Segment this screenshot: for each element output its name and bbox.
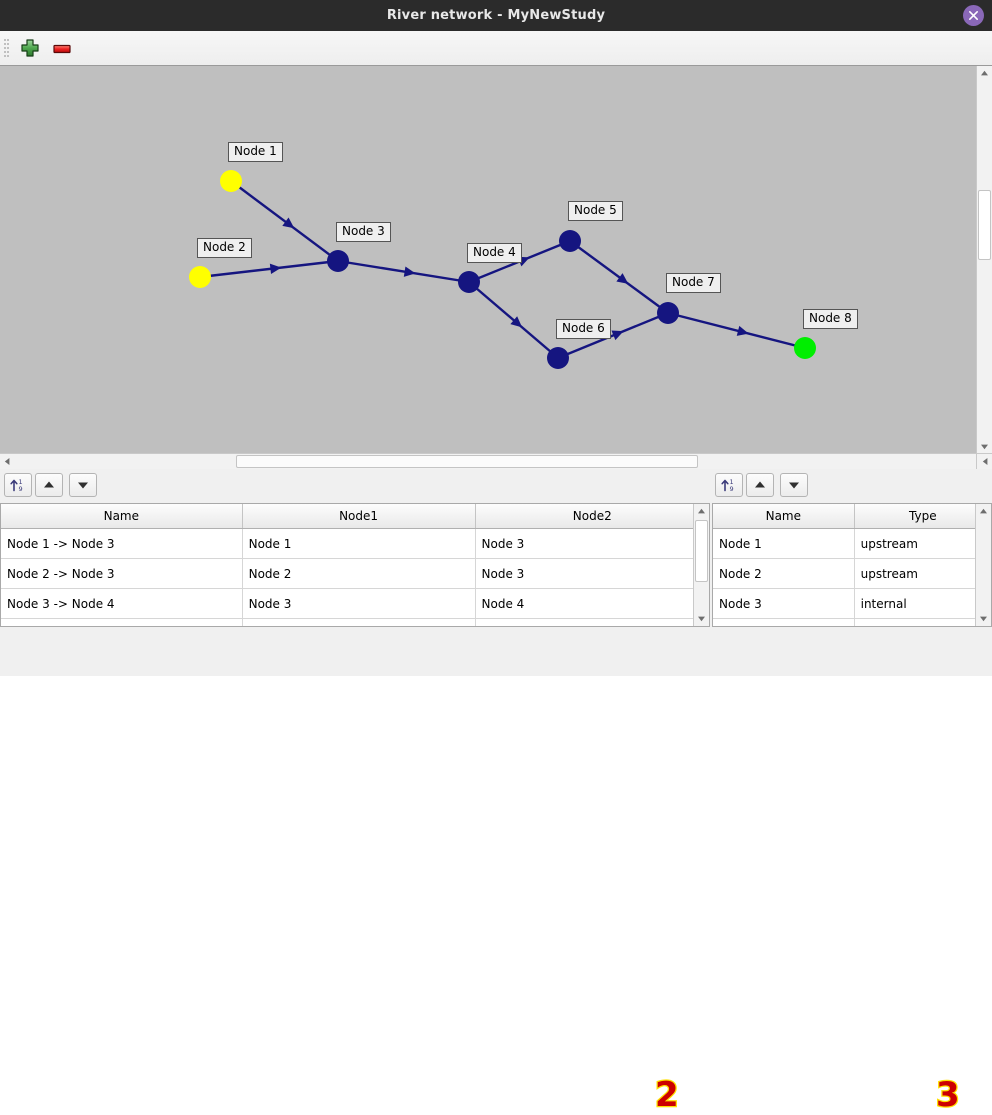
table-cell[interactable]: internal bbox=[854, 618, 991, 626]
table-cell[interactable]: Node 3 bbox=[242, 588, 476, 619]
column-header[interactable]: Name bbox=[1, 504, 243, 529]
table-cell[interactable]: Node 1 -> Node 3 bbox=[1, 528, 243, 559]
table-cell[interactable]: Node 1 bbox=[242, 528, 476, 559]
node-label[interactable]: Node 6 bbox=[556, 319, 611, 339]
node-label[interactable]: Node 7 bbox=[666, 273, 721, 293]
scrollbar-corner bbox=[976, 453, 992, 469]
column-header[interactable]: Name bbox=[713, 504, 855, 529]
table-cell[interactable]: Node 3 bbox=[713, 588, 855, 619]
table-cell[interactable]: Node 2 bbox=[713, 558, 855, 589]
table-cell[interactable]: Node 3 bbox=[475, 558, 709, 589]
close-icon[interactable] bbox=[963, 5, 984, 26]
nodes-table-scrollbar[interactable] bbox=[975, 504, 991, 626]
reaches-table-scrollbar[interactable] bbox=[693, 504, 709, 626]
table-cell[interactable]: Node 4 bbox=[475, 588, 709, 619]
reaches-scroll-up-arrow-icon[interactable] bbox=[694, 504, 709, 519]
reaches-move-up-button[interactable] bbox=[35, 473, 63, 497]
table-cell[interactable]: Node 4 bbox=[713, 618, 855, 626]
nodes-scroll-down-arrow-icon[interactable] bbox=[976, 611, 991, 626]
toolbar-grip[interactable] bbox=[4, 39, 9, 57]
annotation-2: 2 bbox=[654, 1075, 680, 1115]
svg-text:1: 1 bbox=[19, 478, 23, 486]
window-title: River network - MyNewStudy bbox=[386, 8, 606, 23]
node-label[interactable]: Node 3 bbox=[336, 222, 391, 242]
node-label[interactable]: Node 5 bbox=[568, 201, 623, 221]
column-header[interactable]: Node2 bbox=[475, 504, 709, 529]
diagram-vertical-scrollbar[interactable] bbox=[976, 66, 992, 454]
table-cell[interactable]: Node 3 -> Node 4 bbox=[1, 588, 243, 619]
table-cell[interactable]: upstream bbox=[854, 558, 991, 589]
reaches-scroll-down-arrow-icon[interactable] bbox=[694, 611, 709, 626]
nodes-move-up-button[interactable] bbox=[746, 473, 774, 497]
table-cell[interactable]: upstream bbox=[854, 528, 991, 559]
annotation-3: 3 bbox=[935, 1075, 961, 1115]
delete-icon[interactable] bbox=[49, 35, 75, 61]
node-label[interactable]: Node 4 bbox=[467, 243, 522, 263]
network-diagram-svg bbox=[189, 170, 816, 369]
column-header[interactable]: Node1 bbox=[242, 504, 476, 529]
node-label[interactable]: Node 2 bbox=[197, 238, 252, 258]
reaches-sort-button[interactable]: 1 9 bbox=[4, 473, 32, 497]
add-plus-icon[interactable] bbox=[17, 35, 43, 61]
table-cell[interactable]: Node 4 bbox=[242, 618, 476, 626]
reaches-scroll-thumb[interactable] bbox=[695, 520, 708, 582]
scroll-left-arrow-icon[interactable] bbox=[0, 454, 15, 469]
scroll-down-arrow-icon[interactable] bbox=[977, 439, 992, 454]
table-cell[interactable]: Node 1 bbox=[713, 528, 855, 559]
svg-text:1: 1 bbox=[730, 478, 734, 486]
table-cell[interactable]: Node 3 bbox=[475, 528, 709, 559]
nodes-move-down-button[interactable] bbox=[780, 473, 808, 497]
svg-text:9: 9 bbox=[730, 485, 734, 493]
table-cell[interactable]: Node 4 -> Node 5 bbox=[1, 618, 243, 626]
table-cell[interactable]: Node 2 bbox=[242, 558, 476, 589]
node-label[interactable]: Node 8 bbox=[803, 309, 858, 329]
nodes-sort-button[interactable]: 1 9 bbox=[715, 473, 743, 497]
nodes-scroll-up-arrow-icon[interactable] bbox=[976, 504, 991, 519]
svg-text:9: 9 bbox=[19, 485, 23, 493]
title-bar: River network - MyNewStudy bbox=[0, 0, 992, 32]
scroll-thumb-horizontal[interactable] bbox=[236, 455, 698, 468]
table-row[interactable]: Node 4internal bbox=[713, 618, 991, 626]
table-cell[interactable]: Node 2 -> Node 3 bbox=[1, 558, 243, 589]
diagram-horizontal-scrollbar[interactable] bbox=[0, 453, 976, 469]
reaches-move-down-button[interactable] bbox=[69, 473, 97, 497]
scroll-up-arrow-icon[interactable] bbox=[977, 66, 992, 81]
scroll-thumb-vertical[interactable] bbox=[978, 190, 991, 260]
column-header[interactable]: Type bbox=[854, 504, 991, 529]
table-cell[interactable]: Node 5 bbox=[475, 618, 709, 626]
table-cell[interactable]: internal bbox=[854, 588, 991, 619]
node-label[interactable]: Node 1 bbox=[228, 142, 283, 162]
main-toolbar bbox=[0, 31, 992, 66]
